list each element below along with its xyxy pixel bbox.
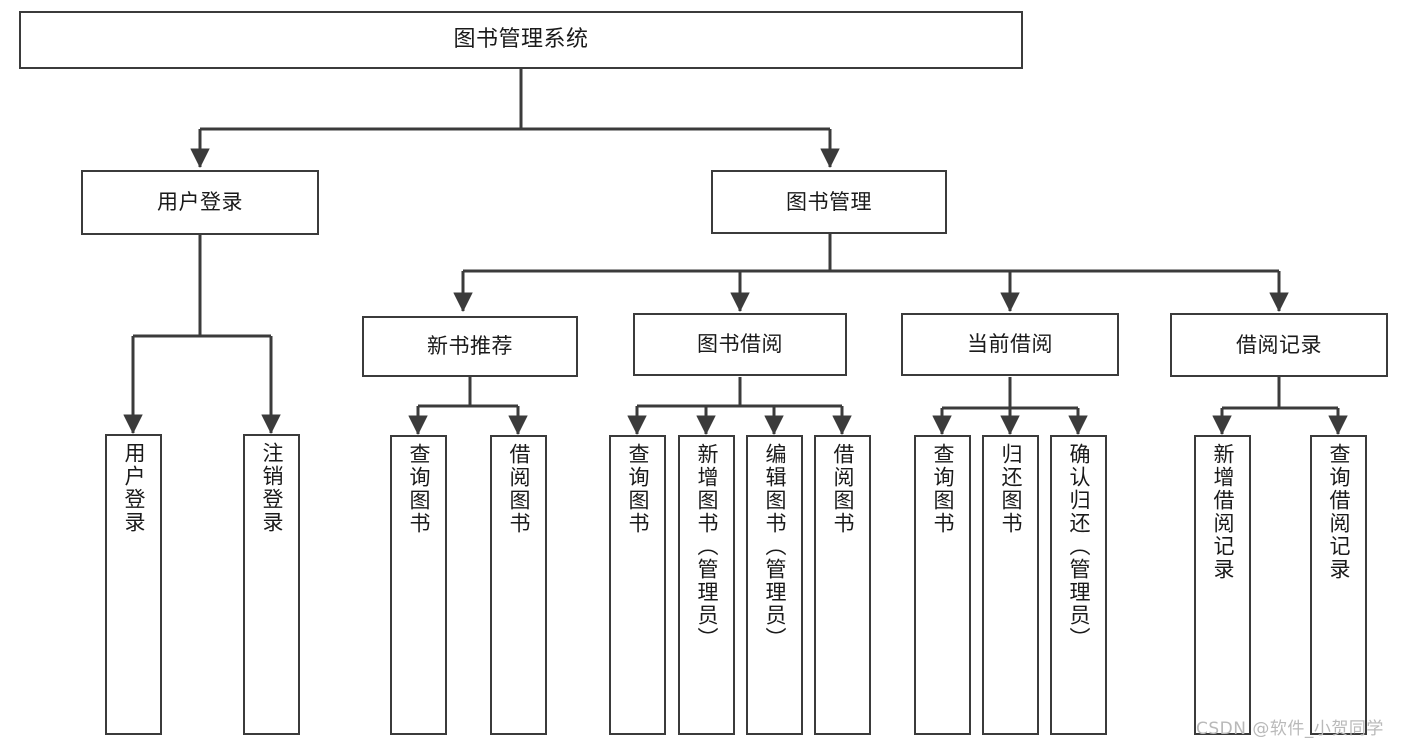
node-label: 图书管理	[786, 189, 872, 214]
leaf-user-login[interactable]: 用户登录	[105, 434, 162, 735]
node-book-borrow[interactable]: 图书借阅	[633, 313, 847, 376]
leaf-borrow-book-recommend[interactable]: 借阅图书	[490, 435, 547, 735]
leaf-logout[interactable]: 注销登录	[243, 434, 300, 735]
leaf-query-book-borrow[interactable]: 查询图书	[609, 435, 666, 735]
node-label: 确认归还（管理员）	[1067, 443, 1091, 650]
node-label: 用户登录	[157, 190, 243, 215]
node-root-system[interactable]: 图书管理系统	[19, 11, 1023, 69]
node-label: 查询图书	[407, 443, 431, 535]
node-label: 查询图书	[931, 443, 955, 535]
leaf-borrow-book[interactable]: 借阅图书	[814, 435, 871, 735]
node-label: 借阅记录	[1236, 332, 1322, 357]
node-label: 归还图书	[999, 443, 1023, 535]
node-label: 借阅图书	[831, 443, 855, 535]
csdn-watermark: CSDN @软件_小贺同学	[1196, 719, 1384, 739]
node-book-management[interactable]: 图书管理	[711, 170, 947, 234]
leaf-add-book-admin[interactable]: 新增图书（管理员）	[678, 435, 735, 735]
node-label: 借阅图书	[507, 443, 531, 535]
leaf-return-book[interactable]: 归还图书	[982, 435, 1039, 735]
node-label: 图书管理系统	[453, 27, 589, 53]
node-label: 当前借阅	[967, 332, 1053, 357]
leaf-add-borrow-record[interactable]: 新增借阅记录	[1194, 435, 1251, 735]
node-label: 图书借阅	[697, 332, 783, 357]
node-label: 查询借阅记录	[1327, 443, 1351, 581]
leaf-query-borrow-record[interactable]: 查询借阅记录	[1310, 435, 1367, 735]
node-borrow-records[interactable]: 借阅记录	[1170, 313, 1388, 377]
node-label: 新增借阅记录	[1211, 443, 1235, 581]
leaf-confirm-return-admin[interactable]: 确认归还（管理员）	[1050, 435, 1107, 735]
node-user-login[interactable]: 用户登录	[81, 170, 319, 235]
leaf-query-book-current[interactable]: 查询图书	[914, 435, 971, 735]
node-label: 新增图书（管理员）	[695, 443, 719, 650]
node-label: 查询图书	[626, 443, 650, 535]
node-label: 编辑图书（管理员）	[763, 443, 787, 650]
leaf-query-book-recommend[interactable]: 查询图书	[390, 435, 447, 735]
node-label: 新书推荐	[427, 334, 513, 359]
node-new-book-recommend[interactable]: 新书推荐	[362, 316, 578, 377]
leaf-edit-book-admin[interactable]: 编辑图书（管理员）	[746, 435, 803, 735]
node-current-borrow[interactable]: 当前借阅	[901, 313, 1119, 376]
node-label: 用户登录	[122, 442, 146, 534]
node-label: 注销登录	[260, 442, 284, 534]
